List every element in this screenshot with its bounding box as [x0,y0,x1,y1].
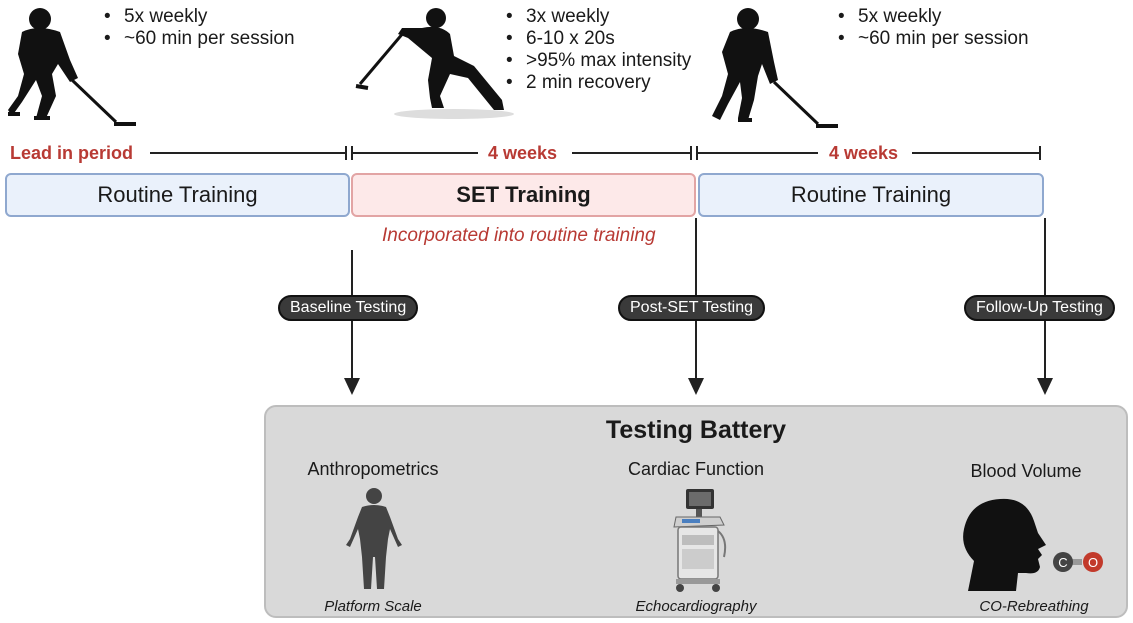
post-set-testing-badge: Post-SET Testing [618,295,766,321]
bullet-item: 2 min recovery [504,72,691,94]
baseline-testing-badge: Baseline Testing [278,295,419,321]
set-details: 3x weekly 6-10 x 20s >95% max intensity … [504,6,691,94]
set-training-box: SET Training [351,173,696,217]
platform-scale-label: Platform Scale [324,598,422,615]
set-training-label: SET Training [456,182,591,207]
carbon-atom-label: C [1058,554,1068,570]
oxygen-atom-icon: O [1083,552,1103,572]
follow-up-details: 5x weekly ~60 min per session [836,6,1029,50]
head-co-molecule-icon [963,498,1082,591]
follow-up-period-label: 4 weeks [829,143,899,163]
routine-training-box: Routine Training [698,173,1044,217]
post-set-arrowhead [688,378,704,395]
human-body-icon [346,488,402,589]
set-period-label: 4 weeks [488,143,558,163]
bullet-item: 5x weekly [836,6,1029,28]
ultrasound-machine-icon [673,489,727,592]
carbon-atom-icon: C [1053,552,1073,572]
bullet-item: 5x weekly [102,6,295,28]
testing-battery-panel: Testing Battery Anthropometrics Cardiac … [264,405,1128,618]
cardiac-function-label: Cardiac Function [627,459,765,479]
hockey-player-shooting-icon [355,8,514,119]
routine-training-label: Routine Training [790,182,952,207]
bullet-item: 6-10 x 20s [504,28,691,50]
oxygen-atom-label: O [1087,554,1099,570]
baseline-arrowhead [344,378,360,395]
hockey-player-icon [8,8,136,126]
lead-in-details: 5x weekly ~60 min per session [102,6,295,50]
follow-up-testing-badge: Follow-Up Testing [964,295,1115,321]
bullet-item: ~60 min per session [102,28,295,50]
routine-training-label: Routine Training [97,182,258,207]
follow-up-arrowhead [1037,378,1053,395]
echocardiography-label: Echocardiography [635,598,757,615]
testing-battery-title: Testing Battery [605,416,787,444]
bullet-item: ~60 min per session [836,28,1029,50]
follow-up-testing-label: Follow-Up Testing [976,299,1103,316]
bullet-item: >95% max intensity [504,50,691,72]
lead-in-period-label: Lead in period [10,143,134,163]
post-set-testing-label: Post-SET Testing [630,299,754,316]
blood-volume-label: Blood Volume [970,461,1082,481]
bullet-item: 3x weekly [504,6,691,28]
hockey-player-icon [712,8,838,128]
routine-training-box: Routine Training [5,173,350,217]
anthropometrics-label: Anthropometrics [307,459,439,479]
co-rebreathing-label: CO-Rebreathing [979,598,1089,615]
set-note: Incorporated into routine training [382,225,656,246]
baseline-testing-label: Baseline Testing [290,299,407,316]
